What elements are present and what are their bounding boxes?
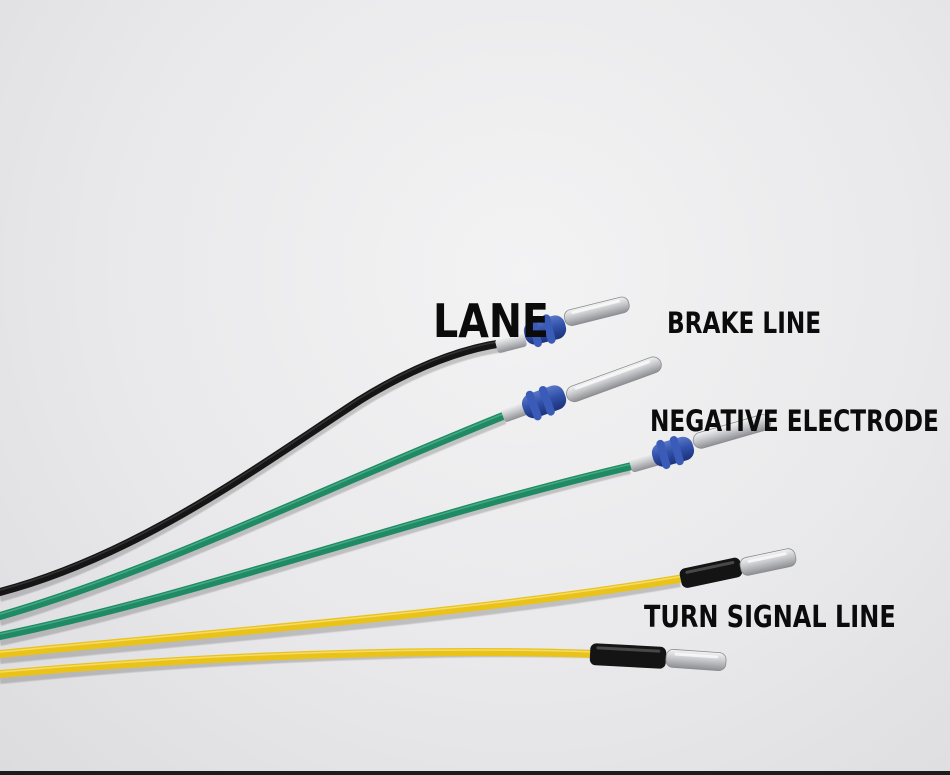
yellow-socket-upper <box>739 548 797 576</box>
black-pin <box>563 296 630 326</box>
yellow-socket-lower <box>665 649 727 671</box>
green-pin-upper <box>566 356 662 403</box>
bottom-border <box>0 771 950 775</box>
label-turn-signal-line: TURN SIGNAL LINE <box>644 600 896 635</box>
green-seal-upper <box>521 385 567 421</box>
label-brake-line: BRAKE LINE <box>667 306 822 340</box>
yellow-wire-lower <box>0 643 727 678</box>
yellow-heat-shrink-upper <box>679 557 743 588</box>
green-wire-upper <box>0 356 662 620</box>
green-wire-lower <box>0 414 772 640</box>
green-seal-lower <box>651 436 695 470</box>
black-crimp <box>495 333 527 353</box>
black-seal <box>523 314 567 348</box>
yellow-heat-shrink-lower <box>589 643 667 669</box>
label-lane: LANE <box>433 294 549 348</box>
label-negative-electrode: NEGATIVE ELECTRODE <box>650 404 939 438</box>
yellow-wire-upper <box>0 548 797 658</box>
black-wire <box>0 296 630 596</box>
green-pin-lower <box>692 414 772 449</box>
